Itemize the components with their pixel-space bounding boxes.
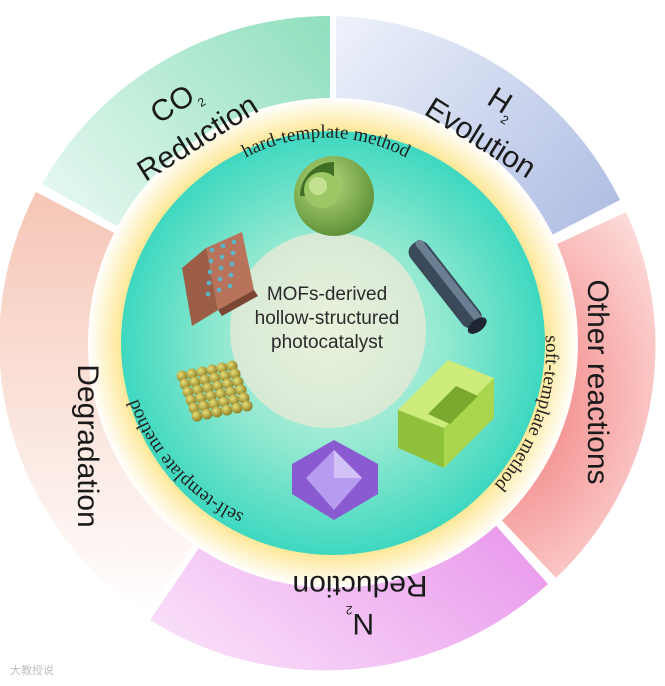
watermark: 大教授说 [10, 664, 54, 677]
porous-sheet-icon [182, 232, 258, 326]
label-degradation: Degradation [71, 364, 104, 527]
label-n2-reduction: N2 Reduction [292, 569, 427, 640]
svg-text:Reduction: Reduction [292, 569, 427, 602]
hollow-cube-icon [398, 360, 494, 468]
center-line-1: MOFs-derived [266, 284, 388, 305]
center-core [230, 232, 426, 428]
center-line-3: photocatalyst [271, 332, 383, 353]
hollow-nanotube-icon [408, 239, 487, 334]
center-line-2: hollow-structured [254, 308, 400, 329]
octahedron-icon [292, 440, 378, 520]
nanoparticle-cube-icon [176, 360, 253, 422]
label-other-reactions: Other reactions [581, 279, 614, 484]
center-title: MOFs-derived hollow-structured photocata… [232, 283, 422, 355]
svg-text:N2: N2 [346, 603, 375, 640]
hollow-sphere-icon [294, 156, 374, 236]
